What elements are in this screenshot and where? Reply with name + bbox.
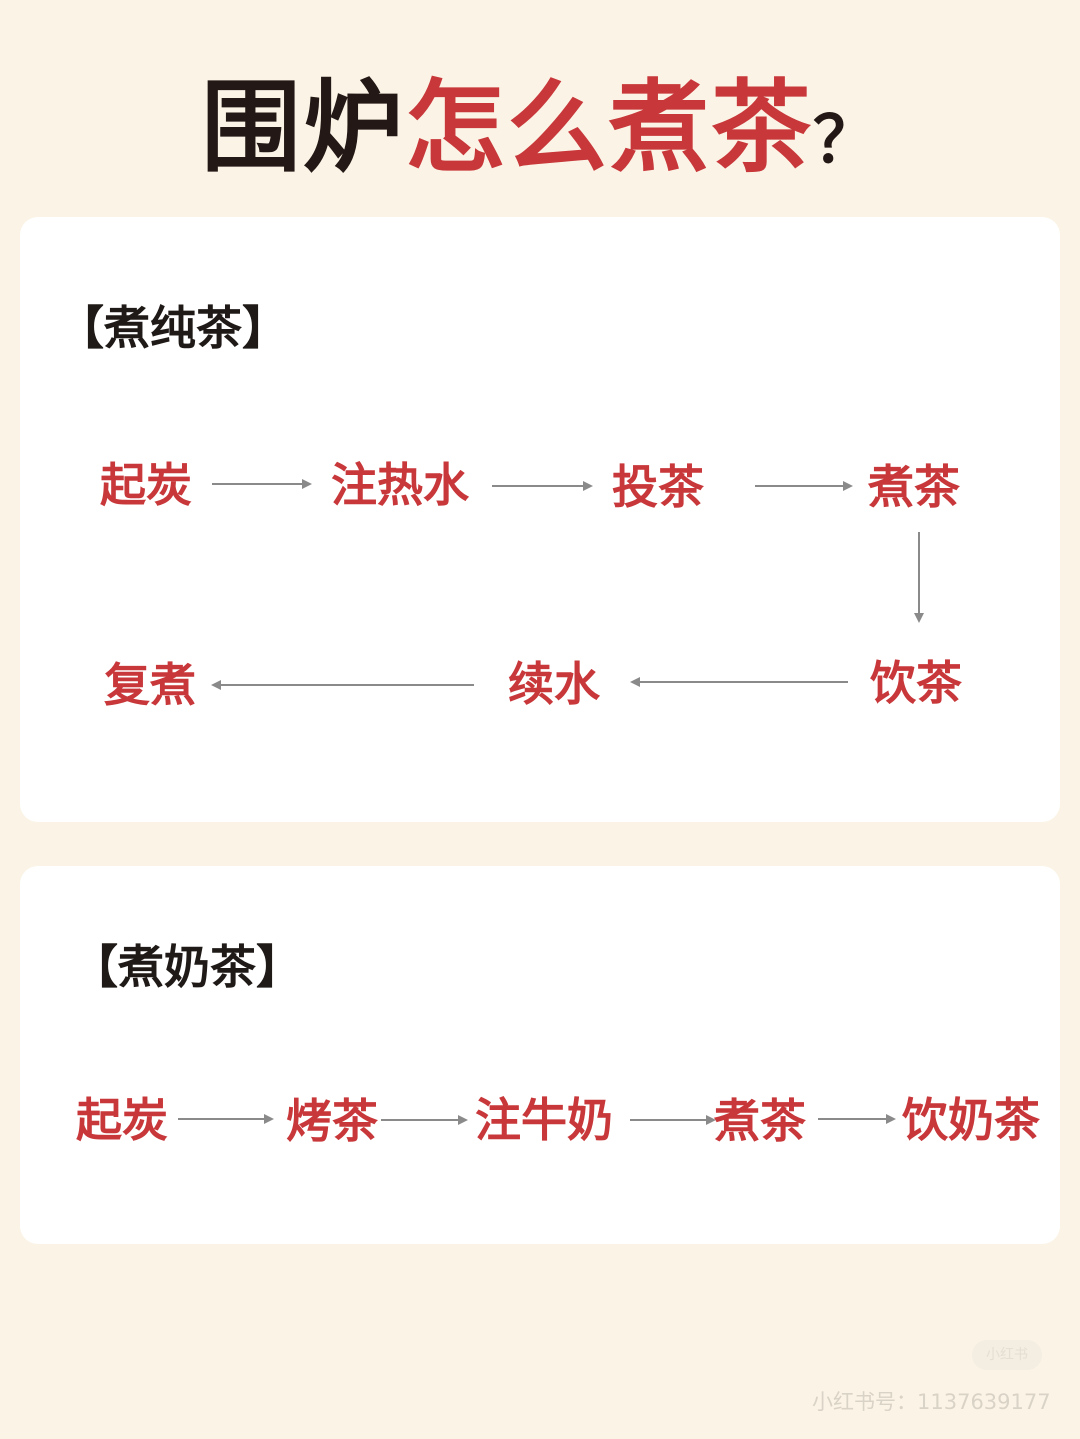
milk-tea-flow-arrows bbox=[178, 1114, 896, 1125]
pure-step-5: 饮茶 bbox=[870, 656, 962, 710]
milk-step-4: 煮茶 bbox=[714, 1094, 806, 1148]
pure-tea-card: 【煮纯茶】 起炭 注热水 投茶 煮茶 饮茶 续水 复煮 bbox=[20, 217, 1060, 822]
pure-step-1: 起炭 bbox=[100, 458, 192, 512]
arrowhead-5 bbox=[630, 677, 640, 687]
pure-step-7: 复煮 bbox=[104, 658, 196, 712]
pure-tea-heading: 【煮纯茶】 bbox=[58, 301, 288, 355]
milk-step-1: 起炭 bbox=[76, 1093, 168, 1147]
milk-tea-heading: 【煮奶茶】 bbox=[72, 940, 302, 994]
arrowhead-m1 bbox=[264, 1114, 274, 1124]
title-part-1: 围炉 bbox=[201, 68, 405, 186]
arrowhead-3 bbox=[843, 481, 853, 491]
arrowhead-m4 bbox=[886, 1114, 896, 1124]
arrowhead-m2 bbox=[458, 1115, 468, 1125]
milk-step-5: 饮奶茶 bbox=[902, 1093, 1040, 1147]
watermark-text: 小红书号：1137639177 bbox=[812, 1390, 1051, 1414]
pure-step-3: 投茶 bbox=[612, 460, 704, 514]
milk-step-2: 烤茶 bbox=[286, 1094, 378, 1148]
arrowhead-6 bbox=[211, 680, 221, 690]
pure-step-6: 续水 bbox=[508, 657, 600, 711]
watermark-badge: 小红书 bbox=[972, 1340, 1042, 1370]
title-part-2: 怎么煮茶 bbox=[405, 68, 813, 186]
pure-step-4: 煮茶 bbox=[868, 460, 960, 514]
title-question-mark: ？ bbox=[813, 103, 879, 178]
pure-step-2: 注热水 bbox=[331, 458, 469, 512]
arrowhead-2 bbox=[583, 481, 593, 491]
page-title: 围炉怎么煮茶？ bbox=[0, 62, 1080, 206]
milk-tea-card: 【煮奶茶】 起炭 烤茶 注牛奶 煮茶 饮奶茶 bbox=[20, 866, 1060, 1244]
arrowhead-1 bbox=[302, 479, 312, 489]
arrowhead-4 bbox=[914, 613, 924, 623]
milk-step-3: 注牛奶 bbox=[475, 1093, 613, 1147]
